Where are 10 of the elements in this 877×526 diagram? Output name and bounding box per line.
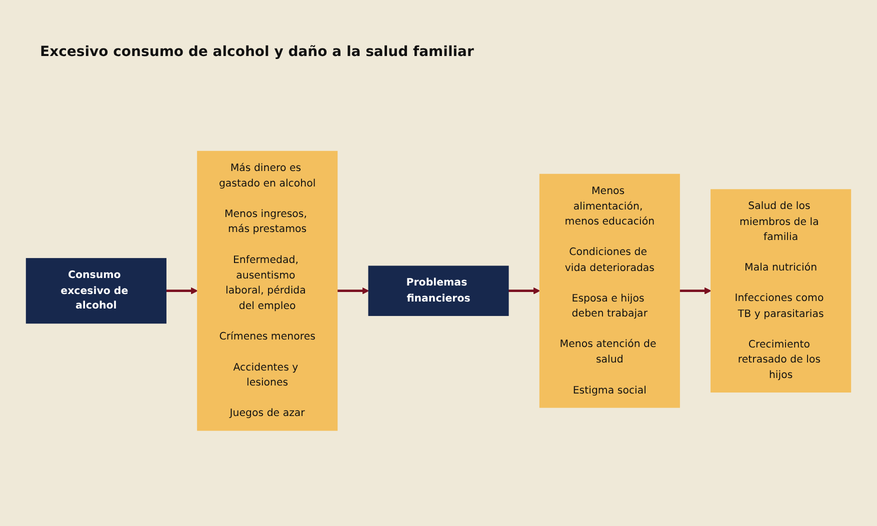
diagram-title: Excesivo consumo de alcohol y daño a la salud familiar	[40, 44, 475, 60]
node-box: Más dinero es gastado en alcohol Menos ingresos, más prestamos Enfermedad, ausentismo laboral, pérdida del empleo Crímenes menores Accidentes y lesiones Juegos de azar	[197, 151, 338, 431]
node-box: Salud de los miembros de la familia Mala nutrición Infecciones como TB y parasitarias Crecimiento retrasado de los hijos	[710, 189, 852, 393]
arrow	[680, 288, 712, 294]
arrow	[508, 288, 540, 294]
arrow	[337, 288, 369, 294]
node-box: Consumo excesivo de alcohol	[26, 258, 166, 324]
node-box: Problemas financieros	[368, 266, 509, 316]
node-box: Menos alimentación, menos educación Condiciones de vida deterioradas Esposa e hijos deben trabajar Menos atención de salud Estigma social	[539, 174, 680, 408]
arrow	[166, 288, 198, 294]
